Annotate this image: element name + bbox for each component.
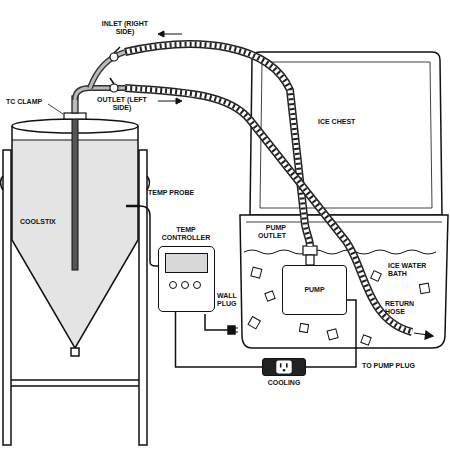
ice-chest xyxy=(244,250,436,254)
ice-cube xyxy=(251,267,262,278)
tc-clamp-fittings xyxy=(75,88,90,100)
controller-button xyxy=(181,281,189,289)
part-label: INLET (RIGHT SIDE) xyxy=(98,20,152,36)
power-outlet xyxy=(262,358,306,376)
part-label: ICE CHEST xyxy=(318,118,355,126)
node-label: TEMP CONTROLLER xyxy=(158,226,215,242)
fermenter xyxy=(139,150,147,445)
part-label: TEMP PROBE xyxy=(148,189,194,197)
part-label: TO PUMP PLUG xyxy=(362,362,415,370)
part-label: TC CLAMP xyxy=(6,98,42,106)
node-label: PUMP xyxy=(283,286,346,294)
part-label: RETURN HOSE xyxy=(385,300,425,316)
ice-cube xyxy=(419,283,429,293)
ice-chest xyxy=(240,52,448,348)
ice-chest xyxy=(246,222,442,223)
probe-and-cords xyxy=(126,205,140,208)
braided-hose xyxy=(125,88,412,332)
braided-hose xyxy=(125,44,412,332)
tc-clamp-fittings xyxy=(110,78,114,84)
probe-and-cords xyxy=(126,206,238,334)
pump-outlet-fitting xyxy=(303,246,317,265)
node-pump: PUMP xyxy=(282,265,347,315)
flow-arrow xyxy=(162,34,182,35)
braided-hose xyxy=(125,88,412,332)
tc-clamp-fittings xyxy=(110,84,118,92)
pump-outlet-fitting xyxy=(306,255,314,265)
part-label: OUTLET (LEFT SIDE) xyxy=(95,96,149,112)
node-ctrl: TEMP CONTROLLER xyxy=(158,226,215,312)
controller-housing xyxy=(158,246,215,312)
outlet-slot xyxy=(286,363,288,367)
outlet-ground xyxy=(283,369,285,372)
tc-clamp-fittings xyxy=(90,85,125,91)
fermenter xyxy=(11,379,139,381)
part-label: COOLSTIX xyxy=(20,218,56,226)
flow-arrow xyxy=(158,101,178,102)
flow-arrow xyxy=(158,31,164,37)
part-label: PUMP OUTLET xyxy=(246,224,286,240)
power-cord xyxy=(176,312,263,367)
flow-arrow xyxy=(176,98,182,104)
fermenter xyxy=(11,385,139,387)
tc-clamp-fittings xyxy=(75,88,90,100)
ice-cube xyxy=(361,335,371,345)
fermenter xyxy=(147,176,150,190)
ice-cube xyxy=(265,291,275,301)
return-arrow xyxy=(425,331,433,339)
ice-cube xyxy=(371,271,382,282)
tc-clamp-fittings xyxy=(64,113,86,119)
node-label: COOLING xyxy=(262,379,306,387)
outlet-slot xyxy=(280,363,282,367)
node-outlet: COOLING xyxy=(262,358,306,387)
outlet-socket xyxy=(263,359,305,375)
braided-hose xyxy=(125,88,412,332)
probe-and-cords xyxy=(228,326,235,334)
tc-clamp-fittings xyxy=(90,87,125,90)
fermenter xyxy=(1,176,4,190)
fermenter xyxy=(3,150,11,445)
controller-screen xyxy=(165,253,208,273)
fermenter xyxy=(72,118,78,270)
controller-button xyxy=(193,281,201,289)
outlet-face xyxy=(276,361,291,374)
probe-and-cords xyxy=(205,314,228,330)
ice-cube xyxy=(299,323,308,332)
probe-and-cords xyxy=(235,332,238,333)
tc-clamp-fittings xyxy=(90,52,125,88)
tc-clamp-fittings xyxy=(48,104,63,114)
ice-cube xyxy=(327,329,338,340)
return-arrow xyxy=(414,331,433,339)
ice-cube xyxy=(248,317,260,329)
tc-clamp-fittings xyxy=(114,47,120,53)
pump-outlet-fitting xyxy=(303,246,317,255)
part-label: WALL PLUG xyxy=(217,292,239,308)
tc-clamp-fittings xyxy=(110,53,118,61)
probe-and-cords xyxy=(235,328,238,329)
controller-button xyxy=(169,281,177,289)
fermenter xyxy=(71,348,79,356)
tc-clamp-fittings xyxy=(90,52,125,88)
braided-hose xyxy=(125,44,310,246)
braided-hose xyxy=(125,44,310,246)
fermenter xyxy=(1,118,150,445)
part-label: ICE WATER BATH xyxy=(388,262,436,278)
braided-hose xyxy=(125,44,310,246)
